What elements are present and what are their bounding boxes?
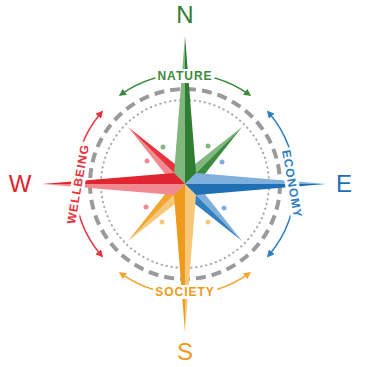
compass-letter: N [174, 2, 195, 28]
compass-letter: W [7, 171, 34, 197]
sector-label: NATURE [155, 69, 214, 83]
main-points [42, 36, 326, 332]
compass-letter: E [334, 171, 354, 197]
compass-letter: S [175, 339, 195, 365]
sector-label: SOCIETY [153, 285, 217, 299]
